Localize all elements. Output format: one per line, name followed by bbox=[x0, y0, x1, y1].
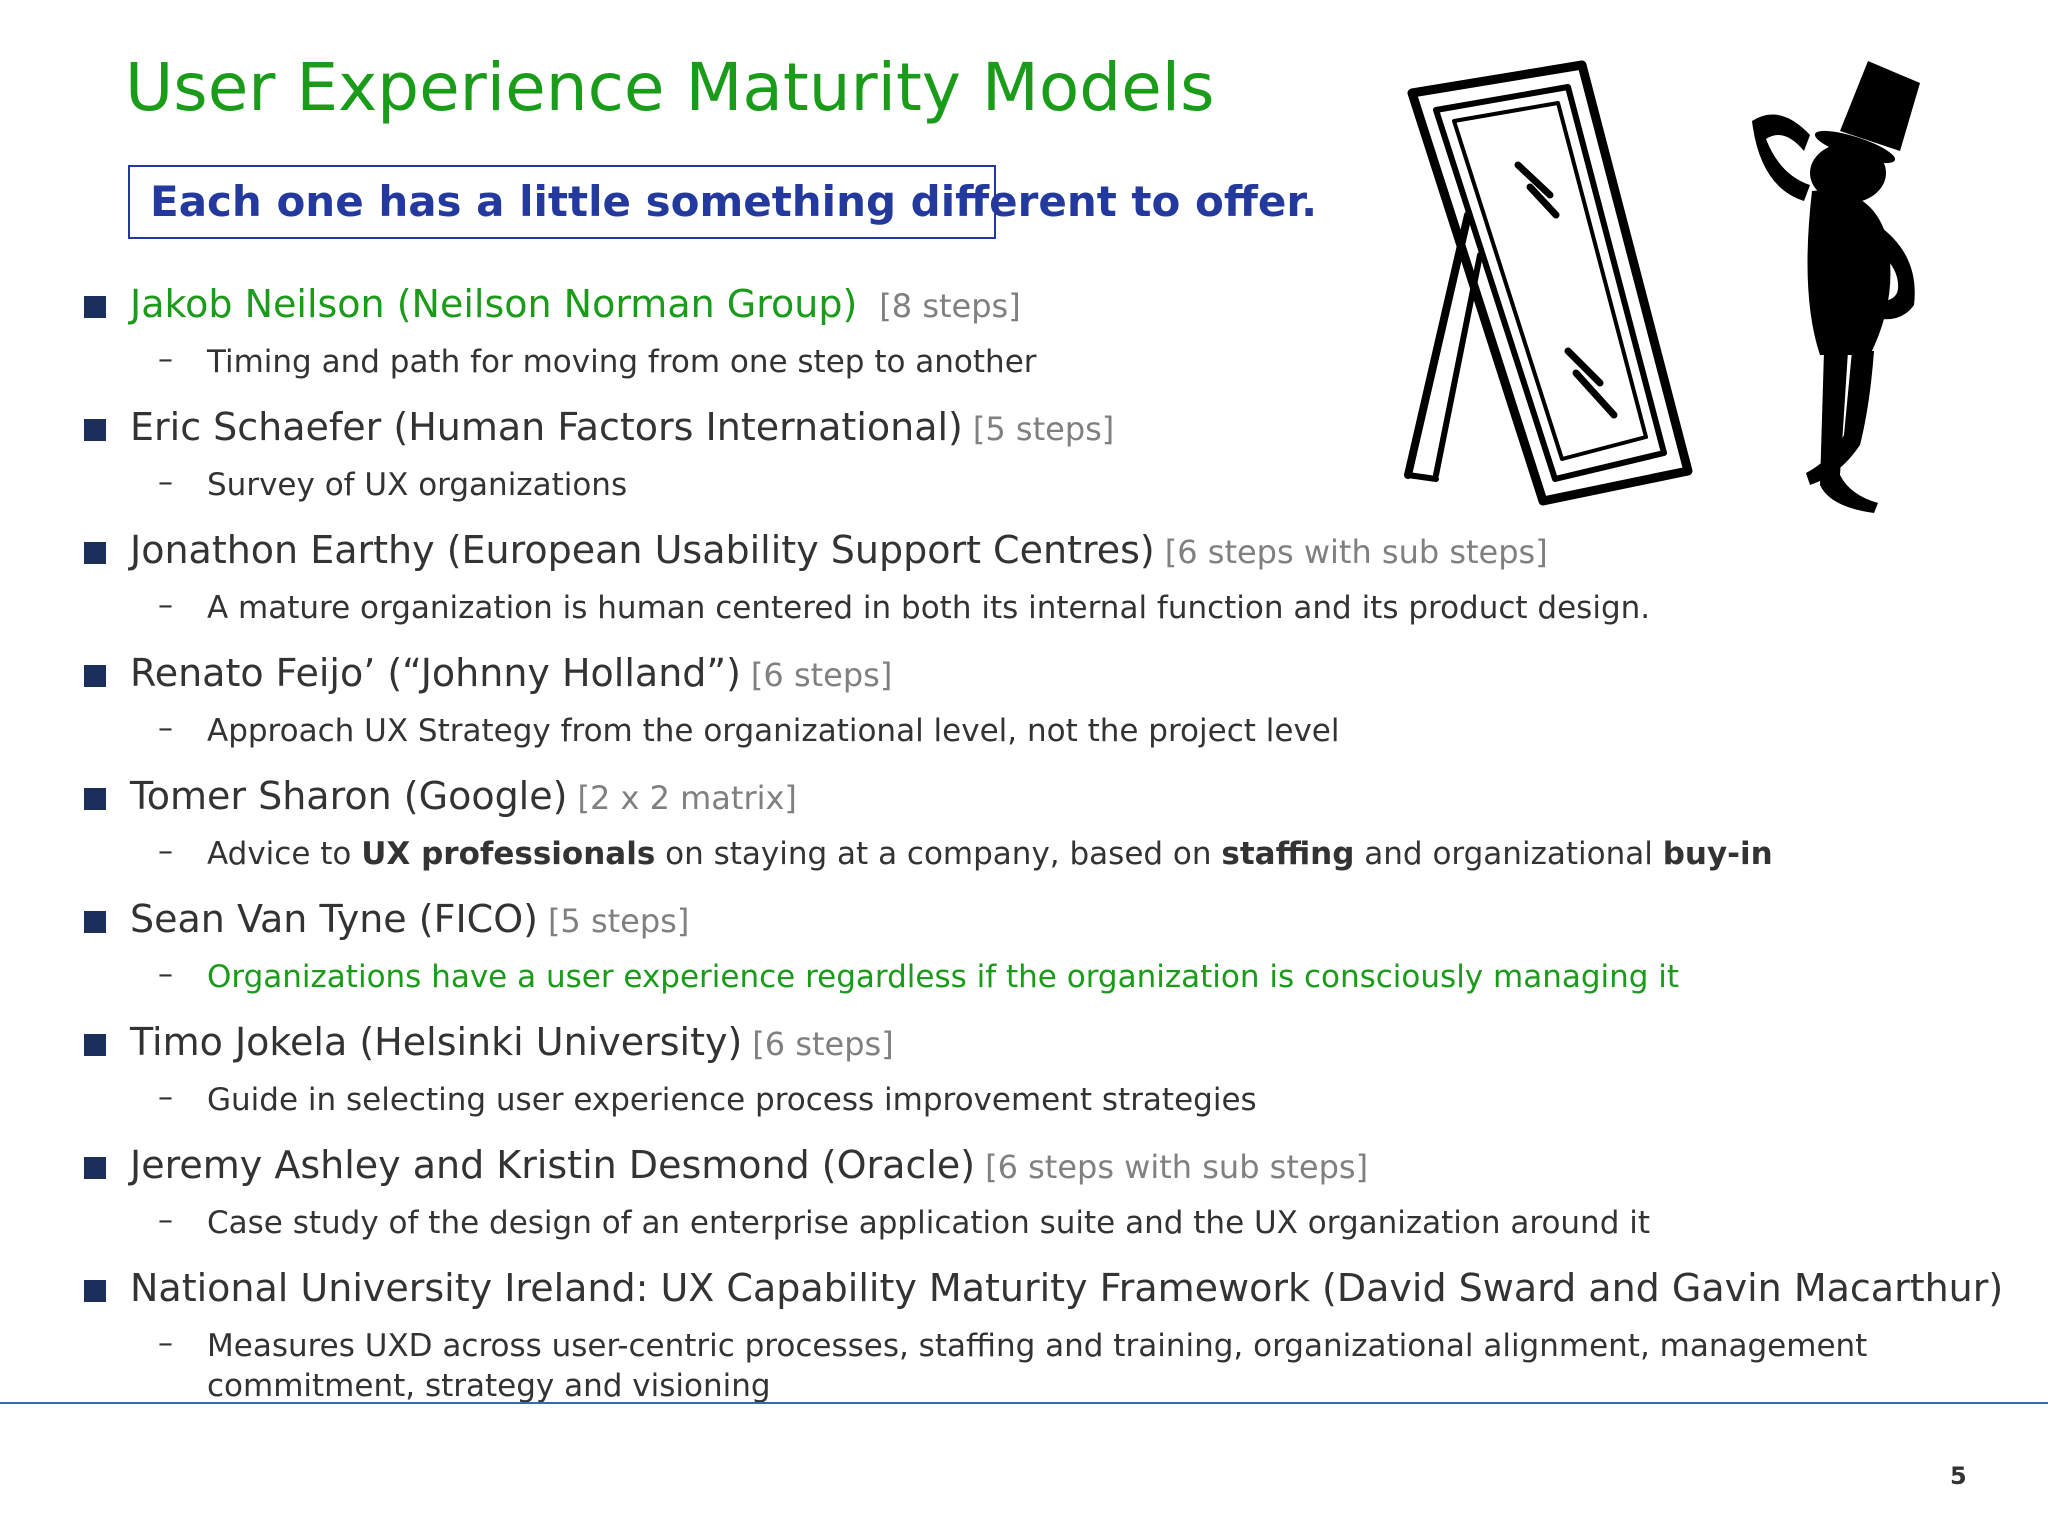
square-bullet-icon bbox=[84, 665, 106, 687]
item-steps: [5 steps] bbox=[972, 410, 1115, 448]
item-name: National University Ireland: UX Capabili… bbox=[130, 1266, 2004, 1310]
square-bullet-icon bbox=[84, 1157, 106, 1179]
item-steps: [6 steps] bbox=[750, 656, 893, 694]
item-description: Timing and path for moving from one step… bbox=[207, 344, 1037, 380]
sub-dash: – bbox=[158, 588, 173, 623]
item-name: Tomer Sharon (Google) bbox=[130, 774, 568, 818]
item-heading: Jeremy Ashley and Kristin Desmond (Oracl… bbox=[130, 1143, 1368, 1187]
square-bullet-icon bbox=[84, 419, 106, 441]
item-description-continued: commitment, strategy and visioning bbox=[207, 1368, 771, 1404]
item-name: Jeremy Ashley and Kristin Desmond (Oracl… bbox=[130, 1143, 976, 1187]
item-heading: Tomer Sharon (Google)[2 x 2 matrix] bbox=[130, 774, 797, 818]
item-name: Renato Feijo’ (“Johnny Holland”) bbox=[130, 651, 741, 695]
mirror-and-figure-illustration bbox=[1404, 60, 1920, 513]
sub-dash: – bbox=[158, 1326, 173, 1361]
sub-dash: – bbox=[158, 834, 173, 869]
item-heading: Timo Jokela (Helsinki University)[6 step… bbox=[130, 1020, 894, 1064]
item-description: Survey of UX organizations bbox=[207, 467, 628, 503]
item-heading: Renato Feijo’ (“Johnny Holland”)[6 steps… bbox=[130, 651, 892, 695]
square-bullet-icon bbox=[84, 788, 106, 810]
square-bullet-icon bbox=[84, 1034, 106, 1056]
item-heading: National University Ireland: UX Capabili… bbox=[130, 1266, 2003, 1310]
item-steps: [6 steps] bbox=[752, 1025, 894, 1063]
sub-dash: – bbox=[158, 1080, 173, 1115]
item-name: Jakob Neilson (Neilson Norman Group) bbox=[130, 282, 858, 326]
sub-dash: – bbox=[158, 711, 173, 746]
subtitle-box: Each one has a little something differen… bbox=[128, 165, 1317, 239]
item-description: Guide in selecting user experience proce… bbox=[207, 1082, 1257, 1118]
sub-dash: – bbox=[158, 342, 173, 377]
item-description: Measures UXD across user-centric process… bbox=[207, 1328, 1868, 1364]
square-bullet-icon bbox=[84, 542, 106, 564]
item-steps: [6 steps with sub steps] bbox=[1164, 533, 1548, 571]
item-description: Case study of the design of an enterpris… bbox=[207, 1205, 1650, 1241]
item-name: Eric Schaefer (Human Factors Internation… bbox=[130, 405, 963, 449]
item-name: Jonathon Earthy (European Usability Supp… bbox=[130, 528, 1155, 572]
slide-title: User Experience Maturity Models bbox=[125, 49, 1215, 126]
item-name: Sean Van Tyne (FICO) bbox=[130, 897, 538, 941]
item-steps: [8 steps] bbox=[879, 287, 1021, 325]
item-heading: Eric Schaefer (Human Factors Internation… bbox=[130, 405, 1114, 449]
mirror-icon bbox=[1404, 60, 1693, 506]
item-heading: Jonathon Earthy (European Usability Supp… bbox=[130, 528, 1548, 572]
square-bullet-icon bbox=[84, 1280, 106, 1302]
item-description: Approach UX Strategy from the organizati… bbox=[207, 713, 1340, 749]
sub-dash: – bbox=[158, 1203, 173, 1238]
item-name: Timo Jokela (Helsinki University) bbox=[130, 1020, 743, 1064]
subtitle-text: Each one has a little something differen… bbox=[150, 177, 1318, 226]
sub-dash: – bbox=[158, 465, 173, 500]
footer-divider bbox=[0, 1402, 2048, 1404]
item-description: A mature organization is human centered … bbox=[207, 590, 1651, 626]
figure-icon bbox=[1752, 61, 1920, 513]
square-bullet-icon bbox=[84, 911, 106, 933]
item-heading: Jakob Neilson (Neilson Norman Group) [8 s… bbox=[130, 282, 1021, 326]
item-heading: Sean Van Tyne (FICO)[5 steps] bbox=[130, 897, 689, 941]
sub-dash: – bbox=[158, 957, 173, 992]
square-bullet-icon bbox=[84, 296, 106, 318]
item-steps: [2 x 2 matrix] bbox=[577, 779, 797, 817]
page-number: 5 bbox=[1950, 1462, 1967, 1490]
item-description: Organizations have a user experience reg… bbox=[207, 959, 1680, 995]
item-steps: [5 steps] bbox=[547, 902, 690, 940]
item-description: Advice to UX professionals on staying at… bbox=[207, 836, 1773, 872]
item-steps: [6 steps with sub steps] bbox=[985, 1148, 1369, 1186]
